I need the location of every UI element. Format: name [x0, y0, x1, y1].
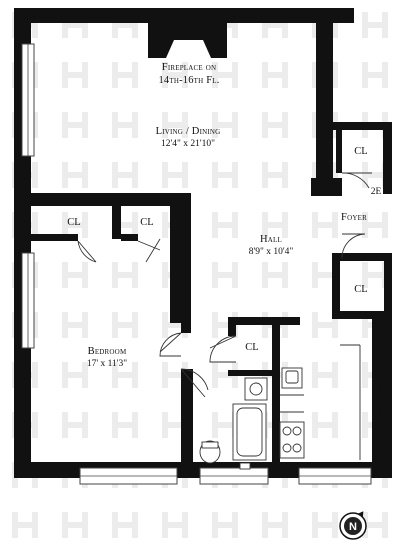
closet-label: CL — [354, 146, 368, 157]
compass-letter: N — [349, 521, 357, 533]
north-compass-icon: N — [339, 511, 367, 540]
fireplace-label: Fireplace on 14th-16th Fl. — [142, 61, 236, 87]
fireplace-opening — [166, 40, 211, 58]
bedroom-size: 17' x 11'3" — [86, 359, 128, 369]
living-dining-size: 12'4" x 21'10" — [161, 139, 215, 149]
closet-label: CL — [354, 284, 368, 295]
living-dining-name: Living / Dining — [155, 126, 221, 137]
doors — [77, 172, 372, 398]
bedroom-name: Bedroom — [87, 346, 127, 357]
bedroom-label: Bedroom 17' x 11'3" — [72, 345, 142, 371]
closet-label: CL — [245, 342, 259, 353]
closet-label: CL — [67, 217, 81, 228]
fireplace-line-1: Fireplace on — [161, 62, 217, 73]
foyer-label: Foyer — [341, 212, 367, 223]
living-dining-label: Living / Dining 12'4" x 21'10" — [128, 125, 248, 151]
fixtures — [199, 344, 361, 470]
fireplace-line-2: 14th-16th Fl. — [158, 75, 220, 86]
street-label: First Avenue — [374, 362, 386, 428]
closet-label: CL — [140, 217, 154, 228]
hall-name: Hall — [260, 234, 282, 245]
unit-label: 2E — [370, 187, 382, 197]
hall-label: Hall 8'9" x 10'4" — [241, 233, 301, 259]
hall-size: 8'9" x 10'4" — [248, 247, 294, 257]
